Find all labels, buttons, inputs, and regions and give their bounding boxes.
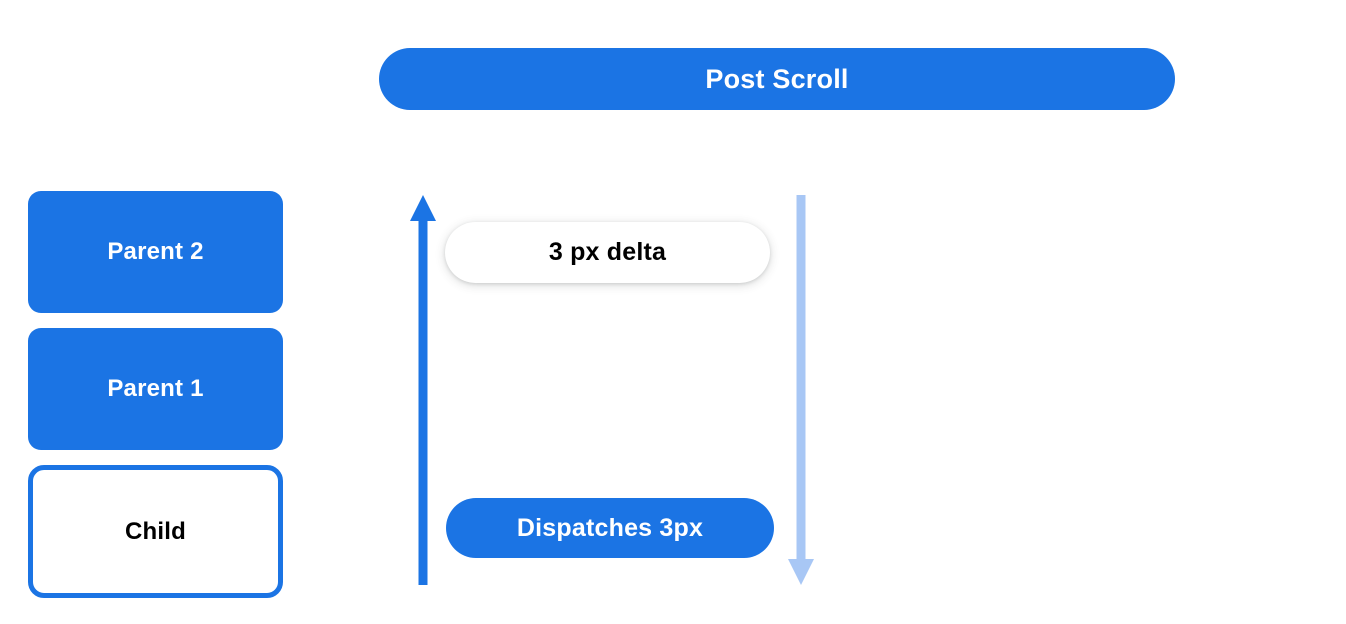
node-box-parent-1-label: Parent 1 xyxy=(107,375,204,402)
node-stack: Parent 2 Parent 1 Child xyxy=(28,191,283,598)
node-box-parent-1: Parent 1 xyxy=(28,328,283,450)
delta-annotation-label: 3 px delta xyxy=(548,238,667,266)
post-scroll-header-label: Post Scroll xyxy=(705,63,849,94)
node-box-parent-2-label: Parent 2 xyxy=(107,238,204,265)
post-scroll-header-pill: Post Scroll xyxy=(379,48,1175,110)
node-box-parent-2: Parent 2 xyxy=(28,191,283,313)
node-box-child-label: Child xyxy=(125,517,186,545)
node-box-child: Child xyxy=(28,465,283,598)
scroll-down-arrow-icon xyxy=(788,195,814,585)
scroll-up-arrow-icon xyxy=(410,195,436,585)
delta-annotation-pill: 3 px delta xyxy=(445,222,770,283)
dispatch-annotation-label: Dispatches 3px xyxy=(516,513,704,542)
dispatch-annotation-pill: Dispatches 3px xyxy=(446,498,774,558)
